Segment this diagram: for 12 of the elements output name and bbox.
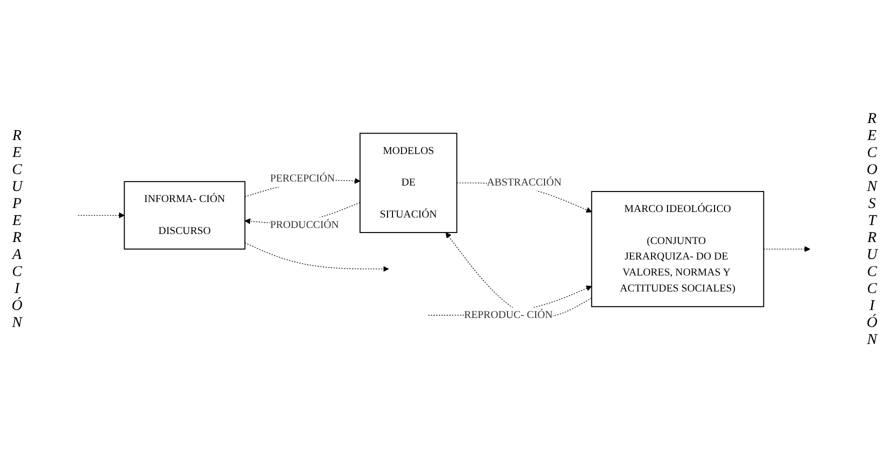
- node-box: INFORMA- CIÓN DISCURSO: [124, 181, 246, 250]
- arrow: [244, 242, 389, 272]
- edge-label: PRODUCCIÓN: [270, 219, 339, 231]
- arrow: [78, 212, 125, 219]
- edge-label: PERCEPCIÓN: [270, 173, 335, 185]
- node-box: MARCO IDEOLÓGICO (CONJUNTO JERARQUIZA- DO DE VALORES, NORMAS Y ACTITUDES SOCIALES): [591, 191, 764, 308]
- edge-label: ABSTRACCIÓN: [486, 177, 562, 188]
- vertical-label: RECONSTRUCCIÓN: [863, 110, 880, 348]
- node-box: MODELOS DE SITUACIÓN: [360, 133, 458, 234]
- vertical-label: RECUPERACIÓN: [8, 128, 25, 332]
- arrow: [763, 246, 810, 252]
- edge-label: REPRODUC- CIÓN: [464, 310, 553, 322]
